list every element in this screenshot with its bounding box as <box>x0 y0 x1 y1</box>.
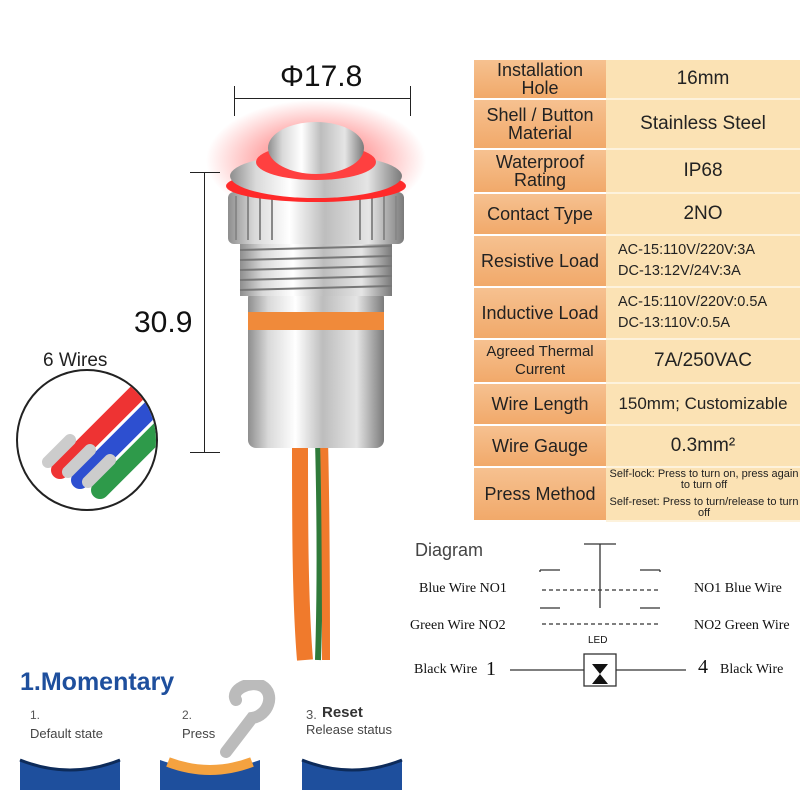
spec-value-line: 7A/250VAC <box>654 350 752 371</box>
spec-value: AC-15:110V/220V:0.5A DC-13:110V:0.5A <box>606 288 800 340</box>
diagram-left-no2: Green Wire NO2 <box>410 618 506 633</box>
spec-value-line: 150mm; Customizable <box>618 394 788 413</box>
diameter-tick-right <box>410 86 411 116</box>
spec-value-line: Self-lock: Press to turn on, press again… <box>609 468 799 491</box>
spec-value-line: DC-13:12V/24V:3A <box>618 263 741 279</box>
spec-row-material: Shell / Button Material Stainless Steel <box>474 100 800 150</box>
spec-value: Stainless Steel <box>606 100 800 150</box>
height-tick-top <box>190 172 220 173</box>
pin-left: 1 <box>486 658 496 680</box>
wiring-diagram <box>510 543 686 687</box>
diagram-left-no1: Blue Wire NO1 <box>419 581 507 596</box>
spec-row-contact-type: Contact Type 2NO <box>474 194 800 236</box>
thread <box>239 240 393 296</box>
diagram-right-no2: NO2 Green Wire <box>694 618 790 633</box>
steps-title: 1.Momentary <box>20 668 175 696</box>
step-3-number: 3. <box>306 707 317 722</box>
spec-value: 150mm; Customizable <box>606 384 800 426</box>
diagram-left-black: Black Wire <box>414 662 478 677</box>
spec-value: IP68 <box>606 150 800 194</box>
step-2-label: Press <box>182 726 216 741</box>
spec-row-wire-gauge: Wire Gauge 0.3mm² <box>474 426 800 468</box>
spec-label: Waterproof Rating <box>474 150 606 194</box>
led-box <box>583 653 617 687</box>
spec-label: Wire Gauge <box>474 426 606 468</box>
spec-value-line: 2NO <box>683 203 723 224</box>
spec-label: Inductive Load <box>474 288 606 340</box>
spec-row-waterproof: Waterproof Rating IP68 <box>474 150 800 194</box>
actuator-line <box>584 543 616 608</box>
diagram-right-black: Black Wire <box>720 662 784 677</box>
step-1-graphic <box>19 758 121 790</box>
diameter-label: Φ17.8 <box>280 60 363 93</box>
spec-value-line: DC-13:110V:0.5A <box>618 315 731 331</box>
step-2-graphic <box>160 680 276 790</box>
diagram-title: Diagram <box>415 540 484 560</box>
step-1-number: 1. <box>30 708 41 722</box>
spec-label: Shell / Button Material <box>474 100 606 150</box>
push-button <box>268 122 364 174</box>
spec-label: Contact Type <box>474 194 606 236</box>
height-label: 30.9 <box>134 306 193 339</box>
spec-row-press-method: Press Method Self-lock: Press to turn on… <box>474 468 800 522</box>
spec-value: 2NO <box>606 194 800 236</box>
spec-value-line: 16mm <box>676 68 730 89</box>
step-3-graphic <box>301 758 403 790</box>
spec-row-thermal-current: Agreed Thermal Current 7A/250VAC <box>474 340 800 384</box>
diameter-line <box>234 98 410 99</box>
spec-row-inductive-load: Inductive Load AC-15:110V/220V:0.5A DC-13… <box>474 288 800 340</box>
spec-value-line: Stainless Steel <box>640 113 766 134</box>
spec-value-line: AC-15:110V/220V:0.5A <box>618 294 768 310</box>
wires-inset <box>16 369 158 511</box>
diagram-right-no1: NO1 Blue Wire <box>694 581 782 596</box>
orange-ring <box>248 312 384 330</box>
height-tick-bottom <box>190 452 220 453</box>
step-1-label: Default state <box>30 726 103 741</box>
spec-label: Installation Hole <box>474 60 606 100</box>
step-2-number: 2. <box>182 708 193 722</box>
spec-label: Wire Length <box>474 384 606 426</box>
diameter-tick-left <box>234 86 235 116</box>
spec-value-line: AC-15:110V/220V:3A <box>618 242 756 258</box>
spec-value-line: IP68 <box>683 160 723 181</box>
product-illustration <box>16 100 426 661</box>
spec-value: 16mm <box>606 60 800 100</box>
spec-row-resistive-load: Resistive Load AC-15:110V/220V:3A DC-13:1… <box>474 236 800 288</box>
led-symbol-bottom <box>592 674 608 684</box>
spec-value: 7A/250VAC <box>606 340 800 384</box>
step-illustrations <box>19 680 403 790</box>
spec-value-line: 0.3mm² <box>670 435 736 456</box>
led-symbol-top <box>592 664 608 674</box>
wire-bundle <box>292 439 330 661</box>
spec-table: Installation Hole 16mm Shell / Button Ma… <box>474 60 800 522</box>
spec-label: Resistive Load <box>474 236 606 288</box>
wires-label: 6 Wires <box>43 350 108 371</box>
knurled-nut <box>228 192 404 244</box>
spec-value-line: Self-reset: Press to turn/release to tur… <box>609 496 799 519</box>
led-label: LED <box>588 635 608 646</box>
spec-value: AC-15:110V/220V:3A DC-13:12V/24V:3A <box>606 236 800 288</box>
step-3-title: Reset <box>322 704 363 721</box>
spec-label: Agreed Thermal Current <box>474 340 606 384</box>
pin-right: 4 <box>698 656 708 678</box>
spec-row-wire-length: Wire Length 150mm; Customizable <box>474 384 800 426</box>
spec-value: 0.3mm² <box>606 426 800 468</box>
step-3-label: Release status <box>306 722 392 737</box>
height-line <box>204 172 205 452</box>
spec-label: Press Method <box>474 468 606 522</box>
spec-row-installation-hole: Installation Hole 16mm <box>474 60 800 100</box>
no1-contacts <box>539 569 661 572</box>
spec-value: Self-lock: Press to turn on, press again… <box>606 468 800 522</box>
